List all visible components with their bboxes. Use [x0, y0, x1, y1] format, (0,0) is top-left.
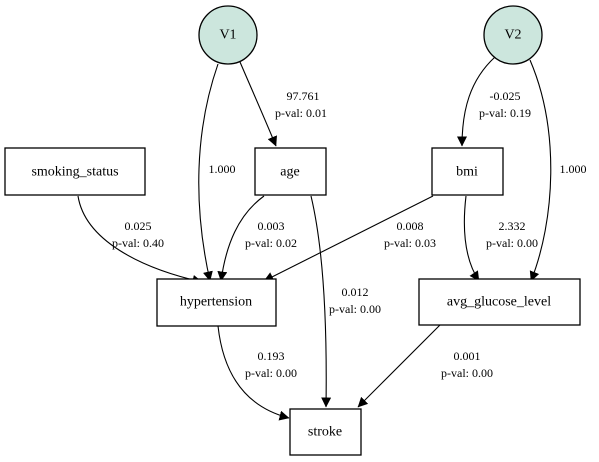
edge-v1-age-pval: p-val: 0.01 — [275, 106, 327, 120]
nodes: V1 V2 smoking_status age bmi hypertensio… — [4, 5, 581, 456]
edge-v2-bmi-pval: p-val: 0.19 — [479, 106, 531, 120]
node-hypertension-label: hypertension — [180, 295, 252, 310]
edge-glucose-stroke-estimate: 0.001 — [454, 349, 481, 363]
edge-age-hypertension-estimate: 0.003 — [258, 219, 285, 233]
node-v1[interactable]: V1 — [198, 5, 258, 65]
edge-bmi-glucose-pval: p-val: 0.00 — [486, 236, 538, 250]
edge-age-hypertension-pval: p-val: 0.02 — [245, 236, 297, 250]
edge-smoking-hypertension-path — [77, 195, 203, 285]
node-avg-glucose-level[interactable]: avg_glucose_level — [418, 278, 581, 326]
edge-bmi-hypertension[interactable]: 0.008 p-val: 0.03 — [263, 195, 436, 282]
edge-smoking-hypertension-pval: p-val: 0.40 — [112, 236, 164, 250]
node-v1-circle — [198, 5, 258, 65]
edge-age-stroke-path — [310, 195, 332, 408]
edge-bmi-glucose[interactable]: 2.332 p-val: 0.00 — [463, 195, 538, 282]
edge-bmi-hypertension-pval: p-val: 0.03 — [384, 236, 436, 250]
node-smoking-status[interactable]: smoking_status — [4, 147, 146, 196]
edge-v1-hypertension-path — [198, 63, 219, 282]
edge-age-stroke[interactable]: 0.012 p-val: 0.00 — [310, 195, 381, 408]
edge-glucose-stroke-path — [357, 324, 441, 408]
edge-age-stroke-estimate: 0.012 — [342, 285, 369, 299]
edge-glucose-stroke-pval: p-val: 0.00 — [441, 366, 493, 380]
edge-bmi-hypertension-estimate: 0.008 — [397, 219, 424, 233]
edges: 97.761 p-val: 0.01 1.000 0.025 p-val: 0.… — [77, 56, 587, 421]
edge-v1-age[interactable]: 97.761 p-val: 0.01 — [239, 61, 327, 147]
edge-v1-hypertension[interactable]: 1.000 — [198, 63, 236, 282]
edge-bmi-glucose-path — [463, 195, 480, 282]
node-bmi-label: bmi — [456, 165, 478, 180]
node-hypertension-box — [156, 278, 277, 327]
node-age-label: age — [280, 165, 299, 180]
node-bmi-box — [431, 147, 504, 196]
edge-smoking-hypertension[interactable]: 0.025 p-val: 0.40 — [77, 195, 203, 285]
edge-hypertension-stroke-pval: p-val: 0.00 — [245, 366, 297, 380]
edge-hypertension-stroke-path — [217, 325, 290, 421]
edge-v2-bmi[interactable]: -0.025 p-val: 0.19 — [457, 56, 531, 147]
node-stroke-box — [289, 408, 362, 456]
edge-bmi-glucose-estimate: 2.332 — [499, 219, 526, 233]
node-v1-label: V1 — [219, 28, 236, 43]
edge-age-stroke-pval: p-val: 0.00 — [329, 302, 381, 316]
node-bmi[interactable]: bmi — [431, 147, 504, 196]
edge-v1-age-path — [239, 61, 277, 147]
edge-bmi-hypertension-path — [263, 195, 434, 282]
node-hypertension[interactable]: hypertension — [156, 278, 277, 327]
node-v2-label: V2 — [504, 28, 521, 43]
edge-v1-age-estimate: 97.761 — [287, 89, 320, 103]
node-stroke-label: stroke — [308, 425, 342, 440]
edge-hypertension-stroke[interactable]: 0.193 p-val: 0.00 — [217, 325, 297, 421]
edge-v2-glucose[interactable]: 1.000 — [529, 59, 587, 282]
node-age[interactable]: age — [254, 147, 327, 196]
node-avg-glucose-level-label: avg_glucose_level — [447, 295, 551, 310]
edge-v1-hypertension-estimate: 1.000 — [209, 162, 236, 176]
node-v2-circle — [483, 5, 543, 65]
node-age-box — [254, 147, 327, 196]
edge-age-hypertension[interactable]: 0.003 p-val: 0.02 — [217, 195, 297, 282]
node-smoking-status-box — [4, 147, 146, 196]
edge-v2-glucose-path — [529, 59, 552, 282]
edge-smoking-hypertension-estimate: 0.025 — [125, 219, 152, 233]
edge-glucose-stroke[interactable]: 0.001 p-val: 0.00 — [357, 324, 493, 408]
edge-v2-glucose-estimate: 1.000 — [560, 162, 587, 176]
edge-v2-bmi-estimate: -0.025 — [490, 89, 521, 103]
edge-hypertension-stroke-estimate: 0.193 — [258, 349, 285, 363]
edge-v2-bmi-path — [457, 56, 496, 147]
edge-age-hypertension-path — [217, 195, 265, 282]
node-smoking-status-label: smoking_status — [31, 165, 118, 180]
node-v2[interactable]: V2 — [483, 5, 543, 65]
node-stroke[interactable]: stroke — [289, 408, 362, 456]
node-avg-glucose-level-box — [418, 278, 581, 326]
